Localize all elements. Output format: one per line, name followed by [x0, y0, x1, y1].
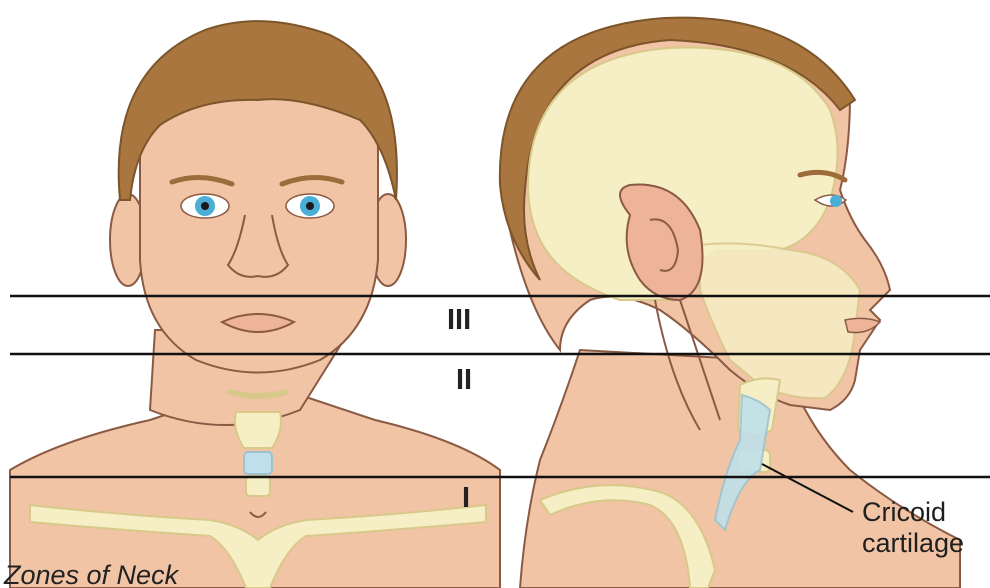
callout-line-2: cartilage	[862, 528, 964, 559]
callout-line-1: Cricoid	[862, 497, 964, 528]
front-left-pupil	[201, 202, 209, 210]
side-iris	[830, 195, 842, 207]
figure-caption: Zones of Neck	[4, 562, 178, 588]
side-lips	[845, 318, 880, 332]
front-view-head	[10, 21, 500, 588]
cricoid-cartilage-label: Cricoid cartilage	[862, 497, 964, 559]
front-thyroid-cartilage	[235, 412, 281, 448]
zone-label-i: I	[462, 484, 470, 513]
zone-label-ii: II	[456, 366, 472, 395]
front-cricoid-cartilage	[244, 452, 272, 474]
front-right-pupil	[306, 202, 314, 210]
zone-label-iii: III	[447, 306, 471, 335]
front-trachea	[246, 476, 270, 496]
